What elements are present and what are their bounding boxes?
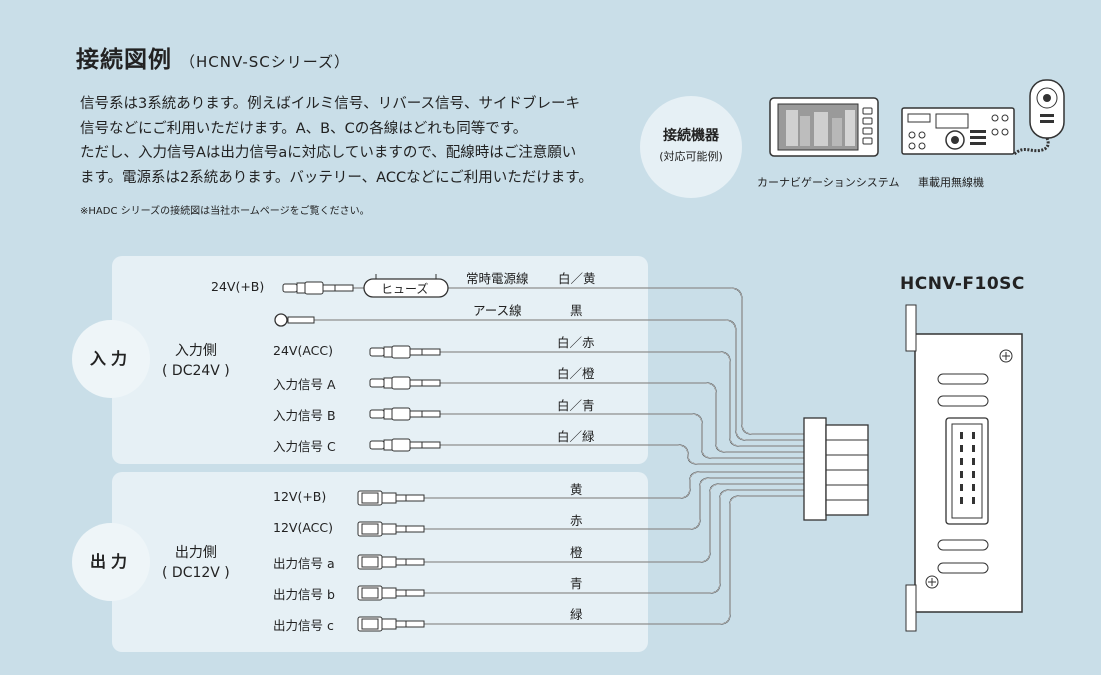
wire <box>424 489 804 594</box>
wire <box>314 319 804 441</box>
fuse-label: ヒューズ <box>381 282 429 296</box>
constant-power-label: 常時電源線 <box>466 271 529 286</box>
wire <box>424 495 804 625</box>
harness-connector <box>803 417 869 521</box>
output-wire-label: 出力信号 b <box>273 587 335 602</box>
ground-color: 黒 <box>570 303 583 318</box>
output-wire-color: 橙 <box>570 545 583 560</box>
output-wire-color: 黄 <box>570 482 583 497</box>
wire <box>440 382 804 453</box>
wire <box>424 495 804 625</box>
wire <box>440 351 804 447</box>
input-wire-color: 白／緑 <box>557 429 595 444</box>
output-wire-color: 赤 <box>570 513 583 528</box>
output-badge-label: 出力 <box>89 552 132 571</box>
input-wire-label: 入力信号 A <box>273 377 336 392</box>
description-line: 信号系は3系統あります。例えばイルミ信号、リバース信号、サイドブレーキ <box>80 96 581 112</box>
wire-connector <box>369 345 441 359</box>
input-side-voltage: ( DC24V ) <box>162 363 230 379</box>
device-caption-navigation: カーナビゲーションシステム <box>757 176 900 189</box>
wire-connector <box>369 407 441 421</box>
wire-connector <box>357 616 425 632</box>
socket-pin <box>972 458 975 465</box>
model-name: HCNV-F10SC <box>900 274 1025 294</box>
wire-connector <box>282 281 354 295</box>
devices-heading: 接続機器 <box>663 128 719 144</box>
input-wire-label: 入力信号 C <box>273 439 336 454</box>
wire-connector <box>369 438 441 452</box>
output-wire-label: 出力信号 c <box>273 618 334 633</box>
note: ※HADC シリーズの接続図は当社ホームページをご覧ください。 <box>80 206 370 217</box>
input-wire-label: 24V(ACC) <box>273 343 333 358</box>
wire <box>424 489 804 594</box>
car-navigation-icon <box>769 97 879 157</box>
description-line: ただし、入力信号Aは出力信号aに対応していますので、配線時はご注意願い <box>80 145 577 161</box>
input-wire-color: 白／橙 <box>557 366 595 381</box>
title-main: 接続図例 <box>76 47 172 73</box>
description-line: 信号などにご利用いただけます。A、B、Cの各線はどれも同等です。 <box>80 120 528 137</box>
wire-connector <box>369 376 441 390</box>
input-wire-color: 白／青 <box>557 398 595 413</box>
wire <box>440 444 804 465</box>
wire <box>440 382 804 453</box>
input-wire-color: 白／赤 <box>557 335 595 350</box>
output-badge: 出力 <box>72 523 150 601</box>
socket-pin <box>972 497 975 504</box>
output-wire-label: 12V(+B) <box>273 489 327 504</box>
output-wire-color: 青 <box>570 576 583 591</box>
wire <box>448 287 804 435</box>
input-badge: 入力 <box>72 320 150 398</box>
input-badge-label: 入力 <box>89 349 132 368</box>
output-wire-label: 12V(ACC) <box>273 520 333 535</box>
page-title: 接続図例 （HCNV-SCシリーズ） <box>76 40 350 74</box>
input-side-title: 入力側 <box>174 343 217 359</box>
wire <box>424 471 804 499</box>
wire <box>440 351 804 447</box>
socket-pin <box>972 484 975 491</box>
output-side-title: 出力側 <box>174 545 217 561</box>
devices-subheading: (対応可能例) <box>659 150 723 163</box>
wire-connector <box>357 490 425 506</box>
devices-badge: 接続機器 (対応可能例) <box>640 96 742 198</box>
hcnv-unit <box>905 304 1023 632</box>
output-side-label: 出力側 ( DC12V ) <box>162 543 230 583</box>
wire-connector <box>357 585 425 601</box>
output-side-voltage: ( DC12V ) <box>162 565 230 581</box>
wire-connector <box>357 521 425 537</box>
fuse <box>363 274 449 298</box>
input-wire-label: 入力信号 B <box>273 408 336 423</box>
wire <box>440 444 804 465</box>
socket-pin <box>960 458 963 465</box>
wire <box>440 413 804 459</box>
ground-label: アース線 <box>473 303 522 318</box>
title-series: （HCNV-SCシリーズ） <box>180 53 351 71</box>
wire <box>424 471 804 499</box>
radio-transceiver-icon <box>901 79 1065 156</box>
socket-pin <box>960 432 963 439</box>
socket-pin <box>972 445 975 452</box>
wire-connector <box>357 554 425 570</box>
output-wire-color: 緑 <box>570 607 583 622</box>
description-line: ます。電源系は2系統あります。バッテリー、ACCなどにご利用いただけます。 <box>80 169 593 186</box>
device-caption-radio: 車載用無線機 <box>918 176 984 189</box>
socket-pin <box>972 432 975 439</box>
constant-power-color: 白／黄 <box>558 271 596 286</box>
socket-pin <box>960 445 963 452</box>
wire <box>424 477 804 530</box>
description: 信号系は3系統あります。例えばイルミ信号、リバース信号、サイドブレーキ 信号など… <box>80 92 640 190</box>
output-wire-label: 出力信号 a <box>273 556 335 571</box>
power-label: 24V(+B) <box>211 279 265 294</box>
socket-pin <box>960 497 963 504</box>
wire <box>424 483 804 563</box>
socket-pin <box>972 471 975 478</box>
socket-pin <box>960 484 963 491</box>
wire <box>424 477 804 530</box>
socket-pin <box>960 471 963 478</box>
ground-terminal <box>274 313 315 327</box>
input-side-label: 入力側 ( DC24V ) <box>162 341 230 381</box>
